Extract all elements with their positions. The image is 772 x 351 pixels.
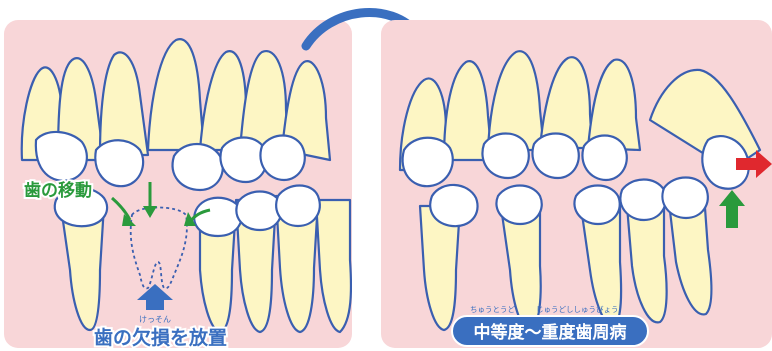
r-upper-crown-3 — [532, 134, 578, 179]
r-upper-crown-4 — [582, 136, 626, 181]
r-lower-crown-5 — [662, 178, 707, 219]
disease-label: 中等度〜重度歯周病 — [474, 322, 627, 343]
lower-crown-4 — [276, 186, 320, 227]
r-upper-crown-2 — [482, 134, 528, 179]
disease-ruby-a: ちゅうとうど — [470, 305, 515, 314]
missing-label: 歯の欠損を放置 — [94, 326, 227, 349]
lower-crown-2 — [194, 198, 241, 236]
missing-ruby: けっそん — [139, 315, 171, 324]
r-lower-crown-3 — [574, 186, 619, 225]
r-upper-crown-1 — [403, 138, 453, 186]
disease-ruby-b: じゅうどししゅうびょう — [536, 305, 619, 314]
upper-crown-5 — [260, 136, 304, 181]
r-lower-crown-2 — [496, 186, 541, 225]
lower-crown-3 — [236, 192, 281, 231]
upper-crown-2 — [95, 140, 143, 186]
movement-label: 歯の移動 — [24, 180, 92, 201]
upper-crown-3 — [173, 144, 223, 190]
r-lower-crown-4 — [620, 180, 665, 221]
r-lower-crown-1 — [430, 185, 477, 226]
